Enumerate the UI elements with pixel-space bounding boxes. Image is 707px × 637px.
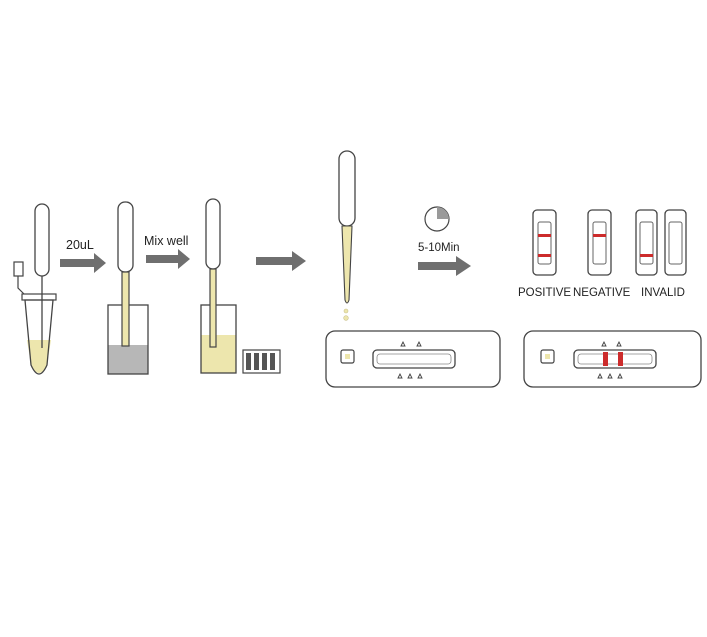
- test-strip-pack-icon: [242, 349, 281, 374]
- negative-result-strip: [587, 209, 612, 276]
- buffer-tube-icon: [107, 304, 149, 375]
- dropper-pipette-icon: [338, 150, 356, 304]
- mix-instruction-label: Mix well: [144, 234, 188, 248]
- invalid-result-strip-2: [664, 209, 687, 276]
- timer-clock-icon: [424, 206, 450, 232]
- positive-label: POSITIVE: [518, 287, 571, 299]
- arrow-step-2: [146, 249, 190, 269]
- arrow-step-3: [256, 251, 306, 271]
- invalid-result-strip-1: [635, 209, 658, 276]
- arrow-step-5: [418, 256, 471, 276]
- sample-tube-icon: [13, 261, 57, 375]
- buffer-tube-icon: [200, 304, 237, 374]
- dispense-drop-icon: [343, 308, 349, 321]
- arrow-step-1: [60, 253, 106, 273]
- dropper-pipette-icon: [117, 201, 134, 347]
- incubation-time-label: 5-10Min: [418, 242, 460, 254]
- test-cassette-icon: [523, 330, 702, 388]
- test-cassette-icon: [325, 330, 501, 388]
- positive-result-strip: [532, 209, 557, 276]
- negative-label: NEGATIVE: [573, 287, 631, 299]
- dropper-pipette-icon: [34, 203, 50, 348]
- transfer-volume-label: 20uL: [66, 238, 94, 252]
- invalid-label: INVALID: [641, 287, 685, 299]
- dropper-pipette-icon: [205, 198, 221, 348]
